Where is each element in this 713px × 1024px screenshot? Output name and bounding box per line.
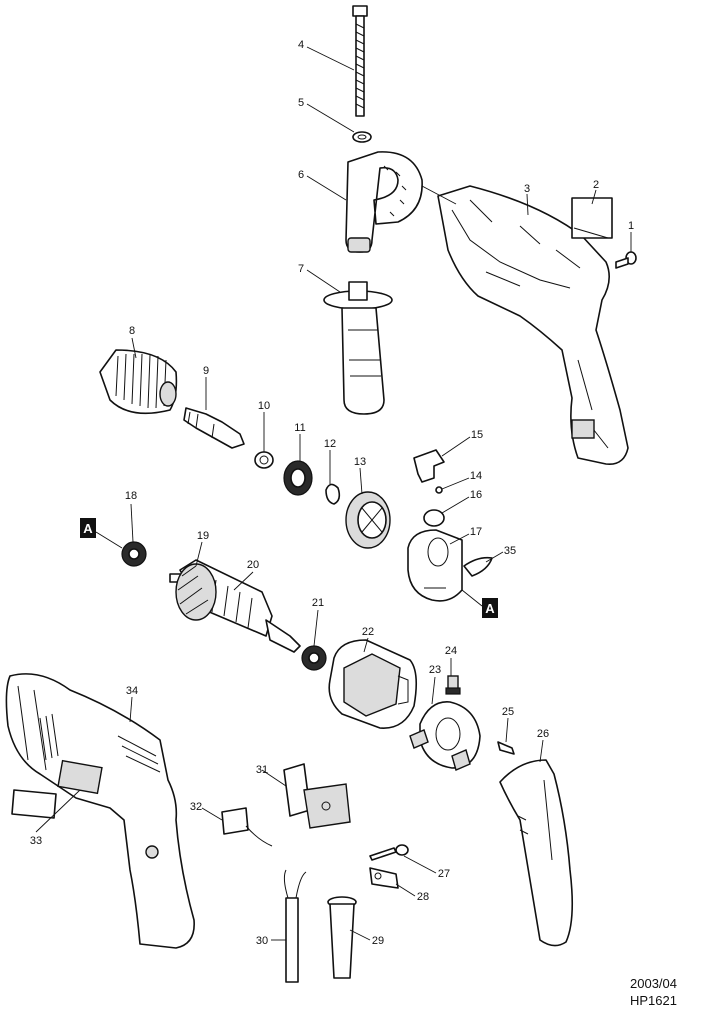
part-2-nameplate bbox=[571, 197, 613, 239]
callout-26: 26 bbox=[537, 728, 549, 740]
reference-marker-a-right: A bbox=[482, 598, 498, 618]
part-9-spindle bbox=[183, 407, 245, 449]
callout-13: 13 bbox=[354, 456, 366, 468]
callout-16: 16 bbox=[470, 489, 482, 501]
part-33-label bbox=[11, 789, 57, 819]
callout-11: 11 bbox=[294, 422, 305, 434]
part-22-field bbox=[328, 639, 418, 729]
part-11-bearing bbox=[283, 460, 313, 496]
callout-8: 8 bbox=[129, 325, 135, 337]
part-23-brush-holder bbox=[409, 701, 481, 771]
callout-24: 24 bbox=[445, 645, 457, 657]
svg-text:A: A bbox=[485, 601, 495, 616]
part-27-screw bbox=[369, 844, 409, 861]
callout-9: 9 bbox=[203, 365, 209, 377]
part-25-screw bbox=[497, 741, 515, 755]
part-14-steel-ball bbox=[435, 486, 443, 494]
part-7-side-handle bbox=[323, 281, 393, 415]
callout-22: 22 bbox=[362, 626, 374, 638]
callout-21: 21 bbox=[312, 597, 324, 609]
part-6-grip-clamp bbox=[345, 151, 423, 253]
svg-text:A: A bbox=[83, 521, 93, 536]
callout-6: 6 bbox=[298, 169, 304, 181]
part-8-chuck bbox=[99, 349, 178, 415]
callout-10: 10 bbox=[258, 400, 270, 412]
part-5-washer bbox=[352, 131, 372, 143]
callout-5: 5 bbox=[298, 97, 304, 109]
callout-3: 3 bbox=[524, 183, 530, 195]
part-16-o-ring bbox=[423, 509, 445, 527]
part-32-capacitor bbox=[221, 807, 273, 847]
part-19-fan bbox=[175, 563, 217, 621]
part-12-retaining-ring bbox=[325, 483, 341, 505]
callout-31: 31 bbox=[256, 764, 268, 776]
part-35-spring bbox=[463, 556, 493, 577]
callout-15: 15 bbox=[471, 429, 483, 441]
callout-32: 32 bbox=[190, 801, 202, 813]
callout-12: 12 bbox=[324, 438, 336, 450]
callout-30: 30 bbox=[256, 935, 268, 947]
part-13-gear bbox=[345, 491, 391, 549]
callout-numbers: 1 2 3 4 5 6 7 8 9 10 11 12 13 14 15 16 1… bbox=[30, 39, 634, 947]
footer-date: 2003/04 bbox=[630, 976, 677, 991]
part-34-housing bbox=[5, 673, 195, 949]
callout-19: 19 bbox=[197, 530, 209, 542]
part-28-strain-relief bbox=[369, 867, 399, 889]
callout-20: 20 bbox=[247, 559, 259, 571]
part-15-change-lever bbox=[413, 449, 445, 483]
callout-4: 4 bbox=[298, 39, 304, 51]
callout-7: 7 bbox=[298, 263, 304, 275]
callout-28: 28 bbox=[417, 891, 429, 903]
part-17-gear-housing bbox=[407, 529, 463, 602]
reference-marker-a-left: A bbox=[80, 518, 96, 538]
callout-18: 18 bbox=[125, 490, 137, 502]
part-26-handle-cover bbox=[499, 759, 574, 947]
part-29-cord-guard bbox=[327, 896, 357, 979]
part-21-bearing bbox=[301, 645, 327, 671]
footer-model: HP1621 bbox=[630, 993, 677, 1008]
part-1-screw bbox=[615, 251, 637, 269]
part-24-carbon-brush bbox=[445, 675, 461, 695]
callout-35: 35 bbox=[504, 545, 516, 557]
callout-25: 25 bbox=[502, 706, 514, 718]
part-10-sleeve bbox=[254, 451, 274, 469]
callout-17: 17 bbox=[470, 526, 482, 538]
part-3-housing bbox=[437, 185, 629, 465]
callout-1: 1 bbox=[628, 220, 634, 232]
callout-27: 27 bbox=[438, 868, 450, 880]
callout-29: 29 bbox=[372, 935, 384, 947]
callout-23: 23 bbox=[429, 664, 441, 676]
part-31-switch bbox=[283, 763, 351, 829]
leader-lines bbox=[35, 46, 632, 941]
part-18-bearing bbox=[121, 541, 147, 567]
callout-14: 14 bbox=[470, 470, 482, 482]
part-4-bolt bbox=[352, 5, 368, 117]
callout-34: 34 bbox=[126, 685, 138, 697]
part-30-cord bbox=[283, 869, 307, 983]
callout-33: 33 bbox=[30, 835, 42, 847]
callout-2: 2 bbox=[593, 179, 599, 191]
